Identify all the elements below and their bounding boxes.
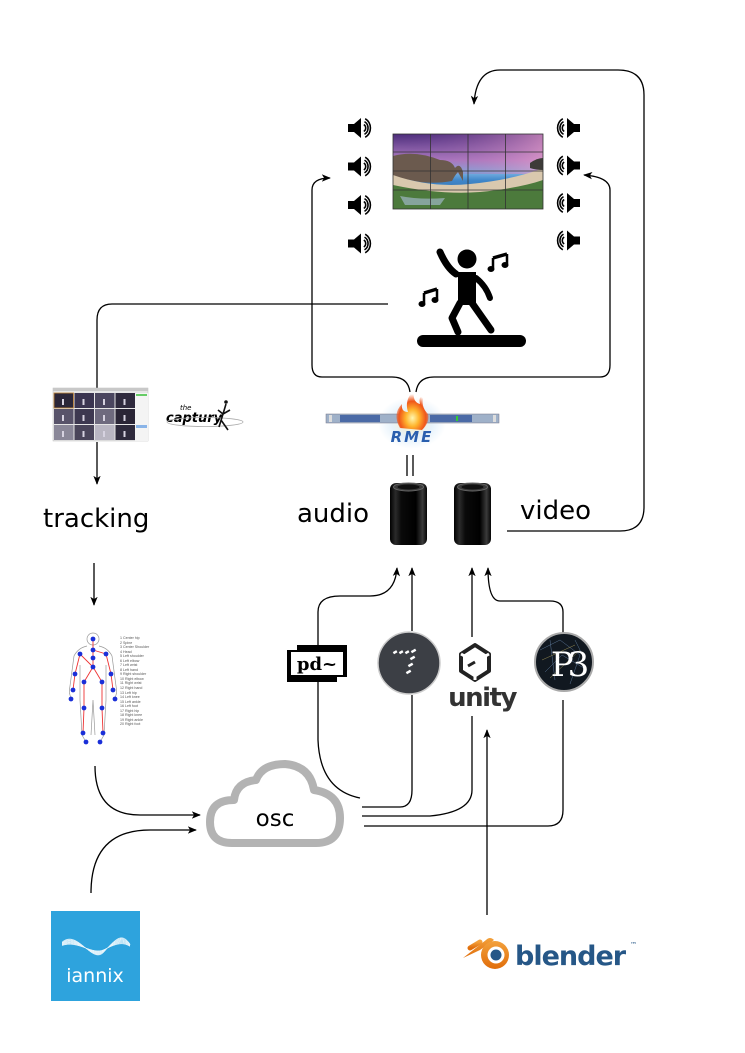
joint-legend-item: 4 Head: [120, 649, 132, 654]
joint-legend-item: 8 Left hand: [120, 667, 138, 672]
joint-legend-item: 10 Right elbow: [120, 676, 144, 681]
skeleton-joint: [99, 705, 105, 711]
captury-logo-small: the: [180, 404, 192, 412]
joint-legend-item: 7 Left wrist: [120, 663, 138, 668]
connector-osc-to-max: [362, 695, 413, 808]
speaker-left-icon: [556, 192, 580, 214]
joint-legend-item: 5 Left shoulder: [120, 654, 144, 659]
joint-legend-item: 15 Left ankle: [120, 699, 141, 704]
video-label: video: [520, 496, 591, 526]
joint-legend-item: 17 Right hip: [120, 708, 140, 713]
tracking-label: tracking: [43, 504, 149, 534]
skeleton-joint: [112, 696, 118, 702]
joint-legend-item: 19 Right ankle: [120, 717, 143, 722]
skeleton-joint: [108, 671, 114, 677]
iannix-logo: iannix: [51, 911, 140, 1001]
music-note-icon: [487, 252, 509, 272]
speaker-right-icon: [348, 194, 372, 216]
audio-mac-pro: [390, 482, 427, 545]
svg-text:blender: blender: [515, 941, 627, 972]
joint-legend-item: 16 Left foot: [120, 704, 138, 709]
skeleton-joint: [81, 679, 87, 685]
unity-logo: unity: [448, 643, 519, 713]
skeleton-joint: [97, 739, 103, 745]
iannix-wave: [61, 937, 131, 956]
skeleton-joint: [99, 679, 105, 685]
joint-legend-item: 13 Left hip: [120, 690, 137, 695]
speaker-right-icon: [348, 233, 372, 254]
joint-legend-item: 9 Right shoulder: [120, 672, 147, 677]
osc-cloud: osc: [206, 760, 344, 847]
music-note-icon: [418, 287, 439, 307]
joint-legend-item: 6 Left elbow: [120, 658, 140, 663]
captury-logo: the captury: [166, 400, 244, 431]
speaker-left-icon: [556, 230, 580, 251]
joint-legend-item: 14 Left knee: [120, 695, 140, 700]
connector-rme-to-left-speakers: [311, 174, 411, 393]
video-wall: [392, 133, 544, 210]
joint-legend-item: 12 Right hand: [120, 686, 143, 691]
skeleton-joint: [90, 647, 96, 653]
connector-skeleton-to-osc: [94, 765, 201, 819]
connector-osc-to-unity: [362, 716, 473, 817]
skeleton-joint: [100, 730, 106, 736]
rme-logo: RME: [391, 428, 434, 446]
osc-label: osc: [256, 806, 295, 832]
skeleton-joint: [72, 671, 78, 677]
speaker-left-icon: [556, 155, 580, 176]
connectors: [90, 69, 645, 915]
svg-text:™: ™: [630, 941, 637, 949]
puredata-logo: pd~: [287, 645, 347, 682]
connector-osc-to-processing: [364, 700, 564, 827]
joint-legend-item: 11 Right wrist: [120, 681, 142, 686]
connector-pd-to-osc: [317, 682, 361, 799]
svg-text:unity: unity: [448, 683, 517, 713]
processing-logo: P3: [534, 632, 594, 692]
joint-legend-item: 18 Right knee: [120, 713, 143, 718]
svg-text:iannix: iannix: [66, 965, 124, 987]
skeleton-joint: [68, 696, 74, 702]
joint-legend-item: 2 Spine: [120, 640, 133, 645]
captury-logo-text: captury: [166, 411, 223, 426]
max-msp-logo: [377, 631, 441, 695]
joint-legend-item: 3 Center Shoulder: [120, 645, 150, 650]
skeleton-joint: [83, 739, 89, 745]
connector-iannix-to-osc: [90, 826, 197, 894]
speakers-left: [348, 117, 372, 254]
dancer-icon: [417, 248, 526, 347]
skeleton-joint: [90, 636, 96, 642]
skeleton-joint: [81, 705, 87, 711]
speaker-right-icon: [348, 117, 372, 139]
speaker-left-icon: [556, 117, 580, 139]
skeleton-joint: [70, 687, 76, 693]
svg-text:pd~: pd~: [297, 654, 337, 675]
skeleton-joint: [77, 651, 83, 657]
video-mac-pro: [454, 482, 491, 545]
speaker-right-icon: [348, 156, 372, 177]
connector-dancer-to-capture: [96, 303, 388, 388]
audio-label: audio: [297, 499, 369, 529]
connector-rme-to-right-speakers: [415, 172, 611, 393]
skeleton-joint: [90, 655, 96, 661]
connector-processing-to-video: [484, 567, 564, 633]
rme-audio-interface: RME: [325, 390, 500, 449]
speakers-right: [556, 117, 580, 251]
svg-text:P3: P3: [551, 645, 588, 685]
joint-legend-item: 20 Right foot: [120, 722, 141, 727]
skeleton-joint: [103, 651, 109, 657]
skeleton-joint: [80, 730, 86, 736]
blender-logo: blender ™: [463, 938, 637, 972]
connector-rme-to-audio: [406, 455, 414, 476]
joint-legend-item: 1 Center hip: [120, 636, 140, 640]
connector-pd-to-audio: [317, 567, 401, 648]
motion-capture-screenshot: [52, 387, 149, 442]
skeleton-joint-map: [68, 632, 118, 745]
skeleton-joint: [90, 664, 96, 670]
skeleton-joint: [110, 687, 116, 693]
connector-video-to-wall: [470, 69, 645, 532]
